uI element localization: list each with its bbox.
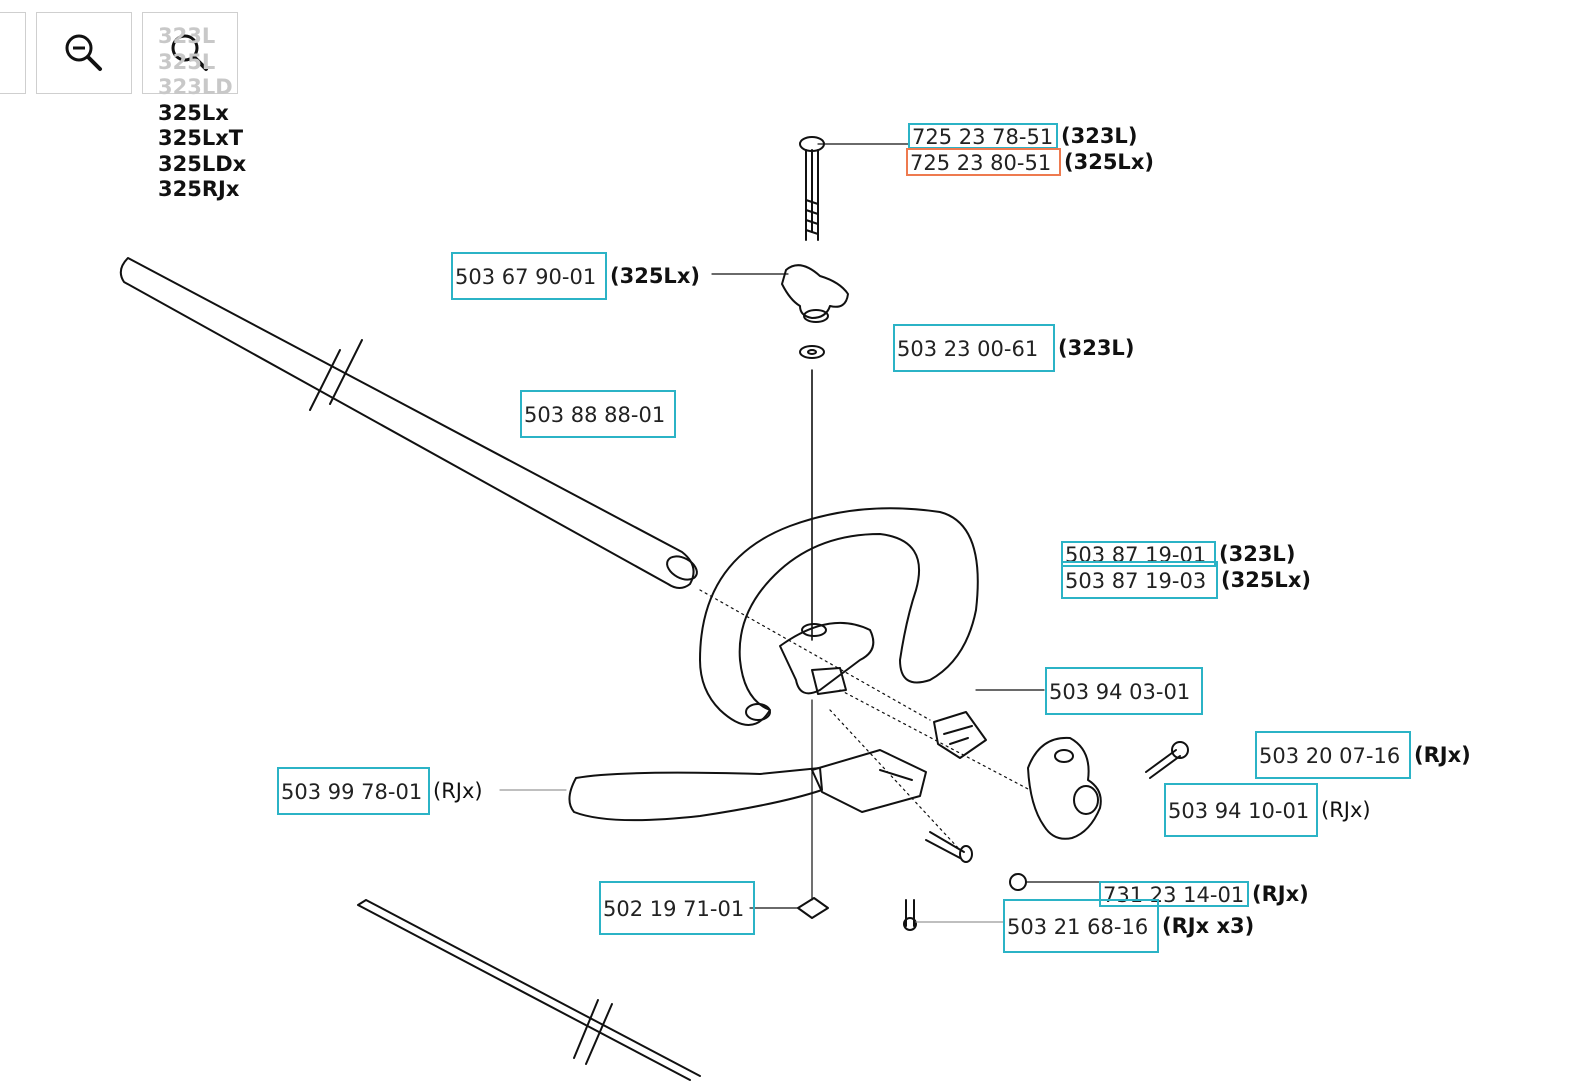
callout-503-87-19-01: 503 87 19-01 (323L) xyxy=(1061,530,1295,578)
callout-503-21-68-16: 503 21 68-16 (RJx x3) xyxy=(1003,899,1255,953)
part-number-link[interactable]: 503 21 68-16 xyxy=(1003,899,1159,953)
model-item: 325LDx xyxy=(158,151,247,176)
zoom-out-button[interactable] xyxy=(36,12,132,94)
model-item: 325L xyxy=(158,49,216,74)
callout-503-23-00-61: 503 23 00-61 (323L) xyxy=(893,324,1134,372)
model-note: (325Lx) xyxy=(610,264,700,288)
clamp-cap xyxy=(1027,736,1102,840)
callout-503-67-90-01: 503 67 90-01 (325Lx) xyxy=(451,252,700,300)
callout-725-23-80-51: 725 23 80-51 (325Lx) xyxy=(906,138,1154,186)
part-number-link[interactable]: 503 99 78-01 xyxy=(277,767,430,815)
callout-731-23-14-01: 731 23 14-01 (RJx) xyxy=(1099,870,1309,918)
knob xyxy=(781,264,849,319)
model-note: (323L) xyxy=(1061,124,1138,148)
model-note: (RJx x3) xyxy=(1162,914,1255,938)
callout-503-20-07-16: 503 20 07-16 (RJx) xyxy=(1255,731,1471,779)
model-note: (RJx) xyxy=(1252,882,1309,906)
part-number-link[interactable]: 503 87 19-03 xyxy=(1061,561,1218,599)
prev-button[interactable] xyxy=(0,12,26,94)
callout-503-94-10-01: 503 94 10-01 (RJx) xyxy=(1164,783,1371,837)
callout-503-88-88-01: 503 88 88-01 xyxy=(520,390,676,438)
part-number-link[interactable]: 503 67 90-01 xyxy=(451,252,607,300)
model-note: (325Lx) xyxy=(1221,568,1311,592)
model-note: (RJx) xyxy=(1321,798,1371,822)
zoom-in-button[interactable] xyxy=(142,12,238,94)
part-number-link[interactable]: 503 23 00-61 xyxy=(893,324,1055,372)
callout-502-19-71-01: 502 19 71-01 xyxy=(599,881,755,935)
zoom-out-icon xyxy=(65,34,102,71)
part-number-link[interactable]: 731 23 14-01 xyxy=(1099,881,1249,907)
lower-bar xyxy=(568,767,823,822)
model-note: (RJx) xyxy=(1414,743,1471,767)
model-item: 323L xyxy=(158,24,216,48)
part-number-link[interactable]: 503 87 19-01 xyxy=(1061,541,1216,567)
shaft-tube xyxy=(119,257,695,589)
part-number-link[interactable]: 503 94 03-01 xyxy=(1045,667,1203,715)
model-note: (RJx) xyxy=(433,779,483,803)
part-number-link[interactable]: 503 20 07-16 xyxy=(1255,731,1411,779)
model-note: (325Lx) xyxy=(1064,150,1154,174)
model-note: (323L) xyxy=(1219,542,1296,566)
drive-shaft xyxy=(357,899,701,1081)
zoom-in-icon xyxy=(171,34,208,71)
part-number-link-selected[interactable]: 725 23 80-51 xyxy=(906,148,1061,176)
part-number-link[interactable]: 502 19 71-01 xyxy=(599,881,755,935)
handle-loop xyxy=(699,507,979,726)
part-number-link[interactable]: 503 94 10-01 xyxy=(1164,783,1318,837)
model-item: 325LxT xyxy=(158,126,244,150)
callout-503-99-78-01: 503 99 78-01 (RJx) xyxy=(277,767,483,815)
callout-503-94-03-01: 503 94 03-01 xyxy=(1045,667,1203,715)
model-item: 323LD xyxy=(158,75,233,99)
callout-503-87-19-03: 503 87 19-03 (325Lx) xyxy=(1061,556,1311,604)
part-number-link[interactable]: 503 88 88-01 xyxy=(520,390,676,438)
model-item: 325RJx xyxy=(158,177,240,201)
model-item: 325Lx xyxy=(158,100,229,125)
model-list: 323L 325L 323LD 325Lx 325LxT 325LDx 325R… xyxy=(158,24,246,203)
model-note: (323L) xyxy=(1058,336,1135,360)
